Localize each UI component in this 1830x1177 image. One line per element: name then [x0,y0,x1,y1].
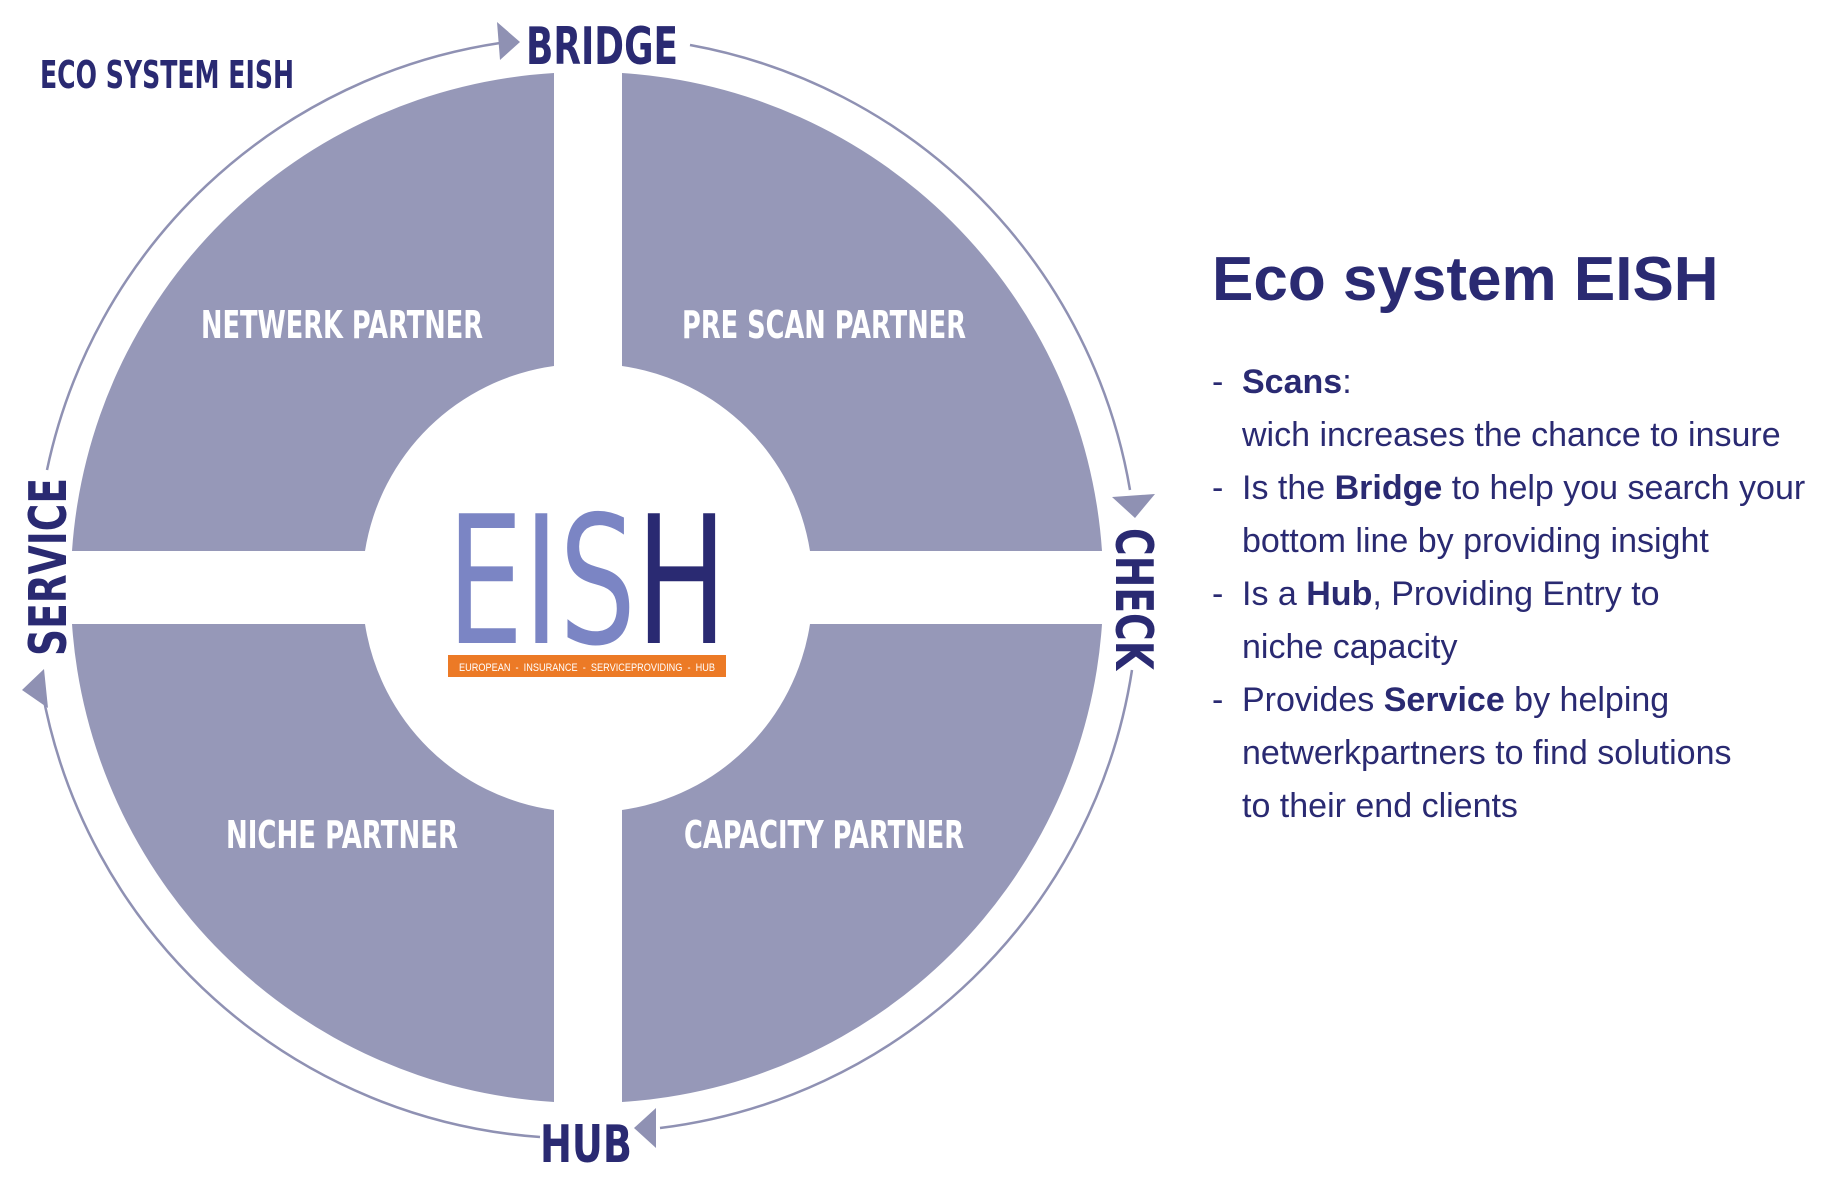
bullet-text: , Providing Entry to [1372,575,1660,613]
eish-logo: EISH EUROPEAN - INSURANCE - SERVICEPROVI… [447,478,727,685]
top-left-title: ECO SYSTEM EISH [40,53,294,97]
label-service: SERVICE [19,478,79,656]
bullet-text: Is a [1242,575,1307,613]
quadrant-top-right [622,73,1102,551]
panel-title: Eco system EISH [1212,245,1719,314]
label-pre-scan-partner: PRE SCAN PARTNER [682,303,966,347]
bullet-item: - Is the Bridge to help you search your … [1212,462,1822,568]
bullet-line-2: wich increases the chance to insure [1242,416,1781,454]
quadrant-bottom-right [622,624,1102,1102]
bullet-dash: - [1212,575,1224,613]
arc-bridge-to-check [689,43,1132,491]
bullet-keyword: Hub [1306,575,1373,613]
logo-wordmark: EISH [447,478,727,685]
bullet-line-2: bottom line by providing insight [1242,522,1709,560]
bullet-line-3: to their end clients [1242,787,1518,825]
bullet-dash: - [1212,469,1224,507]
quadrant-top-left [72,73,554,551]
arrow-to-service [22,669,48,708]
arrow-to-check [1112,494,1155,518]
arc-service-to-bridge [45,41,501,471]
bullet-text: to help you search your [1442,469,1806,507]
bullet-keyword: Bridge [1334,469,1443,507]
label-hub: HUB [540,1115,632,1175]
bullet-line-1: Scans: [1242,356,1822,409]
bullet-text: Is the [1242,469,1335,507]
bullet-text: Provides [1242,681,1384,719]
label-niche-partner: NICHE PARTNER [226,813,458,857]
label-netwerk-partner: NETWERK PARTNER [201,303,483,347]
bullet-item: - Scans: wich increases the chance to in… [1212,356,1822,462]
info-panel: Eco system EISH - Scans: wich increases … [1212,240,1822,833]
label-capacity-partner: CAPACITY PARTNER [684,813,964,857]
bullet-item: - Provides Service by helping netwerkpar… [1212,674,1822,833]
bullet-line-1: Is the Bridge to help you search your [1242,462,1822,515]
arrow-to-hub [634,1108,656,1148]
eco-system-diagram: NETWERK PARTNER PRE SCAN PARTNER NICHE P… [19,17,1163,1175]
bullet-text: : [1342,363,1352,401]
bullet-line-1: Is a Hub, Providing Entry to [1242,568,1822,621]
bullet-keyword: Service [1383,681,1505,719]
cycle-ring [40,41,1134,1139]
bullet-line-2: netwerkpartners to find solutions [1242,734,1732,772]
bullet-keyword: Scans [1242,363,1343,401]
bullet-item: - Is a Hub, Providing Entry to niche cap… [1212,568,1822,674]
bullet-text: by helping [1504,681,1670,719]
bullet-line-2: niche capacity [1242,628,1458,666]
bullet-line-1: Provides Service by helping [1242,674,1822,727]
label-bridge: BRIDGE [526,17,678,77]
logo-tagline: EUROPEAN - INSURANCE - SERVICEPROVIDING … [459,662,715,674]
arrow-to-bridge [497,22,520,60]
logo-letters-light: EIS [447,478,636,685]
arc-hub-to-service [40,689,541,1139]
bullet-list: - Scans: wich increases the chance to in… [1212,356,1822,833]
logo-letter-dark: H [636,478,727,685]
arc-check-to-hub [659,669,1134,1130]
logo-tagline-bar [448,655,726,677]
label-check: CHECK [1103,528,1163,671]
bullet-dash: - [1212,363,1224,401]
bullet-dash: - [1212,681,1224,719]
quadrant-bottom-left [72,624,554,1102]
